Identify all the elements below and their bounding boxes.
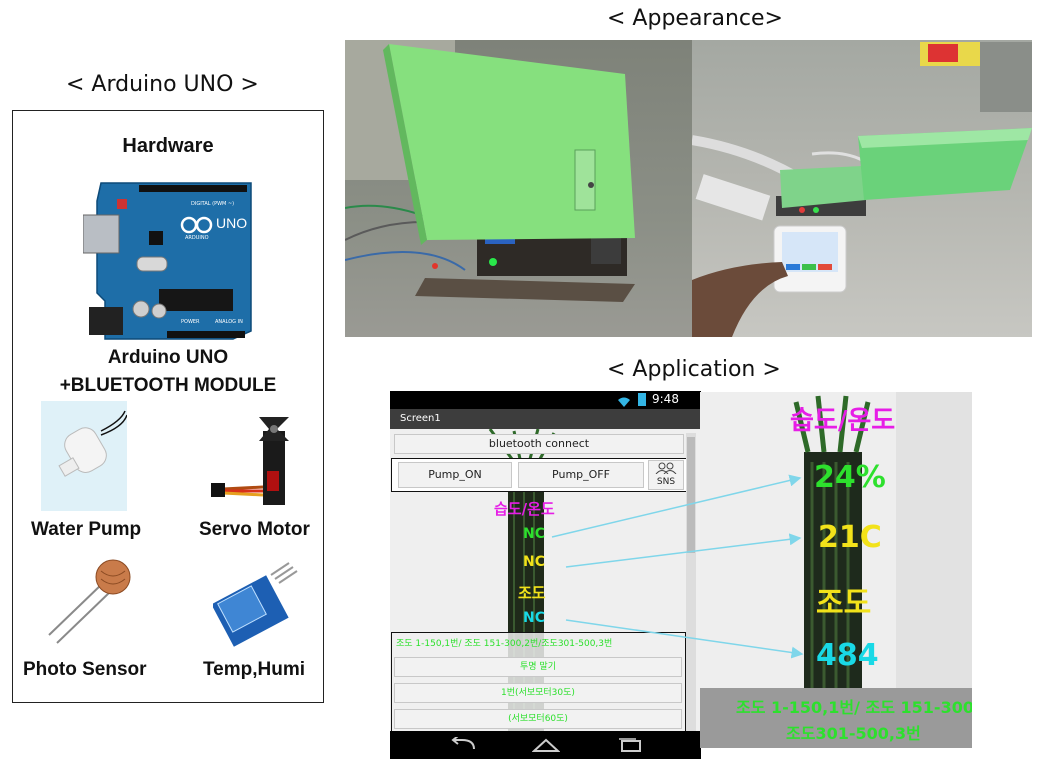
photo-sensor-image — [41, 551, 141, 651]
photo-sensor-label: Photo Sensor — [23, 659, 147, 680]
servo-motor-label: Servo Motor — [199, 519, 310, 540]
status-bar: 9:48 — [390, 391, 701, 409]
zoom-humidity-value: 24% — [814, 460, 886, 495]
zoom-temperature-value: 21C — [818, 520, 882, 555]
servo-motor-image — [203, 407, 303, 511]
zoom-illum-value: 484 — [816, 638, 879, 673]
auto-mode-button[interactable]: 투명 말기 — [394, 657, 682, 677]
pump-off-button[interactable]: Pump_OFF — [518, 462, 644, 488]
sns-label: SNS — [656, 477, 676, 487]
board-uno-text: UNO — [216, 215, 248, 231]
arduino-hardware-panel: Hardware DIGITAL (PWM ~) — [12, 110, 324, 703]
screen-title: Screen1 — [400, 413, 441, 424]
zoomed-sensor-readout: 습도/온도 24% 21C 조도 484 조도 1-150,1번/ 조도 151… — [700, 392, 972, 748]
board-analog-text: ANALOG IN — [215, 319, 243, 325]
bluetooth-module-label: +BLUETOOTH MODULE — [59, 375, 277, 396]
humid-temp-label: 습도/온도 — [494, 500, 555, 518]
arduino-uno-label: Arduino UNO — [107, 347, 229, 368]
appearance-section-title: < Appearance> — [607, 6, 783, 31]
temperature-value-nc: NC — [523, 554, 545, 570]
home-icon[interactable] — [531, 737, 561, 757]
back-icon[interactable] — [450, 735, 478, 757]
temp-humi-sensor-image — [211, 557, 305, 653]
phone-app-screenshot: 9:48 Screen1 bluetooth connect Pump_ON P… — [390, 391, 701, 759]
scrollbar[interactable] — [686, 433, 696, 731]
humidity-value-nc: NC — [523, 526, 545, 542]
water-pump-label: Water Pump — [31, 519, 142, 540]
board-power-text: POWER — [181, 319, 200, 325]
temp-humi-label: Temp,Humi — [202, 659, 306, 680]
appearance-photo-right — [692, 40, 1032, 337]
pump-button-row: Pump_ON Pump_OFF SNS — [391, 458, 687, 492]
sns-people-icon — [655, 462, 677, 474]
arduino-board-image: DIGITAL (PWM ~) UNO ARDUINO POWER ANALOG… — [82, 181, 259, 341]
screen-title-bar: Screen1 — [390, 409, 701, 429]
appearance-photo-left — [345, 40, 692, 337]
battery-icon — [638, 393, 646, 406]
zoom-humid-temp-label: 습도/온도 — [790, 406, 896, 436]
illum-label: 조도 — [518, 584, 546, 602]
servo-30-button[interactable]: 1번(서보모터30도) — [394, 683, 682, 703]
status-time: 9:48 — [652, 392, 679, 406]
zoom-footer-line1: 조도 1-150,1번/ 조도 151-300,2번/ — [736, 698, 972, 717]
hardware-heading: Hardware — [122, 135, 214, 157]
illum-value-nc: NC — [523, 610, 545, 626]
board-digital-text: DIGITAL (PWM ~) — [191, 201, 235, 207]
water-pump-image — [41, 401, 128, 511]
control-panel: 조도 1-150,1번/ 조도 151-300,2번/조도301-500,3번 … — [391, 632, 686, 733]
application-section-title: < Application > — [607, 357, 781, 382]
zoom-illum-label: 조도 — [816, 586, 872, 621]
illum-range-text: 조도 1-150,1번/ 조도 151-300,2번/조도301-500,3번 — [396, 639, 613, 649]
zoom-footer-line2: 조도301-500,3번 — [786, 724, 921, 743]
board-arduino-text: ARDUINO — [185, 235, 209, 241]
zoom-footer: 조도 1-150,1번/ 조도 151-300,2번/ 조도301-500,3번 — [700, 688, 972, 748]
pump-on-button[interactable]: Pump_ON — [398, 462, 512, 488]
sns-button[interactable]: SNS — [648, 460, 684, 490]
bluetooth-connect-button[interactable]: bluetooth connect — [394, 434, 684, 454]
wifi-icon — [617, 393, 631, 407]
android-nav-bar — [390, 731, 701, 759]
servo-60-button[interactable]: (서보모터60도) — [394, 709, 682, 729]
recents-icon[interactable] — [616, 737, 644, 757]
arduino-section-title: < Arduino UNO > — [66, 72, 259, 97]
